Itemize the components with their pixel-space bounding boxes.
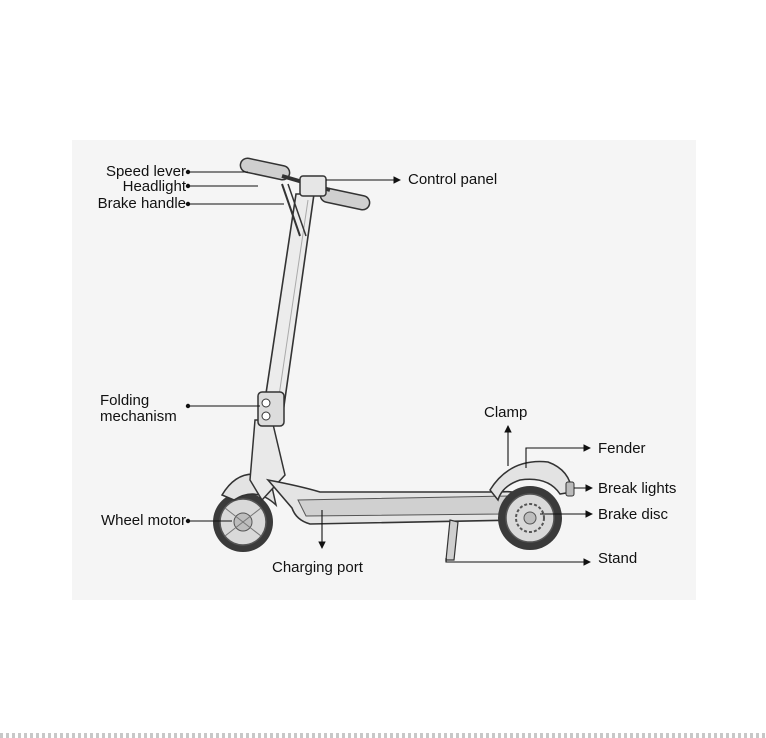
folding-mechanism-part bbox=[258, 392, 284, 426]
label-stand: Stand bbox=[598, 551, 637, 567]
label-fender: Fender bbox=[598, 441, 646, 457]
stand-line bbox=[446, 558, 590, 562]
label-break-lights: Break lights bbox=[598, 481, 676, 497]
label-brake-handle: Brake handle bbox=[40, 196, 186, 212]
label-charging-port: Charging port bbox=[272, 560, 363, 576]
bottom-divider bbox=[0, 733, 766, 738]
label-control-panel: Control panel bbox=[408, 172, 497, 188]
kickstand bbox=[446, 520, 458, 560]
front-wheel bbox=[213, 492, 273, 552]
stem bbox=[262, 194, 314, 420]
rear-wheel bbox=[498, 486, 562, 550]
label-clamp: Clamp bbox=[484, 405, 527, 421]
label-wheel-motor: Wheel motor bbox=[40, 513, 186, 529]
rear-light bbox=[566, 482, 574, 496]
deck bbox=[268, 480, 528, 524]
label-folding-line2: mechanism bbox=[100, 409, 177, 425]
label-folding-line1: Folding bbox=[100, 393, 177, 409]
label-headlight: Headlight bbox=[40, 179, 186, 195]
label-folding-mechanism: Folding mechanism bbox=[100, 393, 177, 425]
label-brake-disc: Brake disc bbox=[598, 507, 668, 523]
